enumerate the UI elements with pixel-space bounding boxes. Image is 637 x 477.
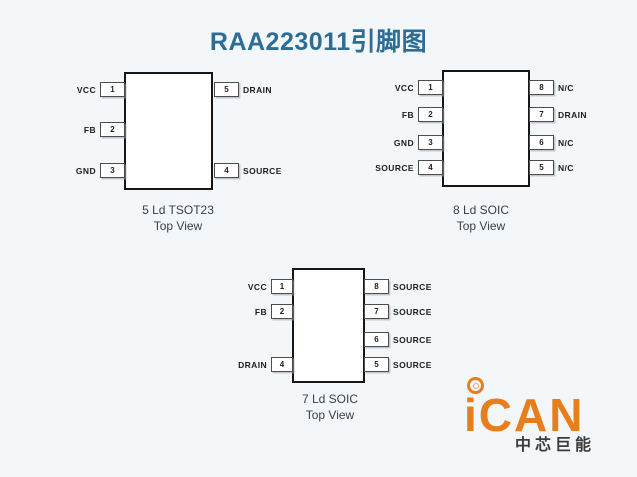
pin-number-box: 1 — [100, 82, 125, 97]
pin-number-box: 8 — [364, 279, 389, 294]
package-name: 7 Ld SOIC — [301, 392, 359, 406]
package-name: 8 Ld SOIC — [452, 203, 510, 217]
pin-label: SOURCE — [393, 359, 432, 370]
pin-number-box: 7 — [364, 304, 389, 319]
pin-row: FB 2 — [255, 304, 293, 319]
package-caption: 8 Ld SOIC Top View — [381, 202, 581, 234]
package-view: Top View — [305, 408, 355, 422]
pin-row: 6 SOURCE — [364, 332, 432, 347]
chip-body — [442, 70, 530, 187]
pin-row: 7 SOURCE — [364, 304, 432, 319]
pin-row: 8 SOURCE — [364, 279, 432, 294]
package-caption: 7 Ld SOIC Top View — [230, 391, 430, 423]
pin-label: DRAIN — [558, 109, 587, 120]
pin-label: GND — [75, 165, 96, 176]
pin-number-box: 3 — [418, 135, 443, 150]
logo-ring-icon — [467, 377, 484, 394]
pin-number-box: 4 — [418, 160, 443, 175]
pin-label: N/C — [558, 162, 574, 173]
pin-number-box: 7 — [529, 107, 554, 122]
pin-label: GND — [393, 137, 414, 148]
chip-body — [292, 268, 365, 383]
pin-label: N/C — [558, 137, 574, 148]
pin-label: DRAIN — [243, 84, 272, 95]
pin-number-box: 4 — [271, 357, 293, 372]
pin-label: VCC — [247, 281, 267, 292]
pin-label: SOURCE — [393, 281, 432, 292]
pin-row: 4 SOURCE — [214, 163, 282, 178]
pin-label: VCC — [76, 84, 96, 95]
pin-label: VCC — [394, 82, 414, 93]
pin-row: GND 3 — [394, 135, 443, 150]
pin-row: FB 2 — [402, 107, 443, 122]
pin-label: FB — [83, 124, 96, 135]
pin-row: VCC 1 — [248, 279, 293, 294]
pin-label: N/C — [558, 82, 574, 93]
pin-row: GND 3 — [76, 163, 125, 178]
pin-number-box: 6 — [529, 135, 554, 150]
pin-number-box: 1 — [271, 279, 293, 294]
package-name: 5 Ld TSOT23 — [142, 203, 214, 217]
pin-label: SOURCE — [243, 165, 282, 176]
pin-row: 5 SOURCE — [364, 357, 432, 372]
package-caption: 5 Ld TSOT23 Top View — [78, 202, 278, 234]
pin-number-box: 4 — [214, 163, 239, 178]
pin-number-box: 2 — [100, 122, 125, 137]
pin-row: 8 N/C — [529, 80, 574, 95]
pin-row: SOURCE 4 — [375, 160, 443, 175]
pin-number-box: 2 — [271, 304, 293, 319]
pin-row: VCC 1 — [395, 80, 443, 95]
pin-label: SOURCE — [375, 162, 414, 173]
pin-number-box: 3 — [100, 163, 125, 178]
pin-label: DRAIN — [238, 359, 267, 370]
pin-number-box: 8 — [529, 80, 554, 95]
pin-label: FB — [254, 306, 267, 317]
pin-row: DRAIN 4 — [238, 357, 293, 372]
logo-company: 中芯巨能 — [515, 437, 596, 454]
pin-number-box: 2 — [418, 107, 443, 122]
pin-row: 6 N/C — [529, 135, 574, 150]
package-view: Top View — [153, 219, 203, 233]
pin-label: SOURCE — [393, 334, 432, 345]
pin-row: 7 DRAIN — [529, 107, 587, 122]
pin-row: FB 2 — [84, 122, 125, 137]
page-title: RAA223011引脚图 — [209, 28, 428, 56]
pin-row: VCC 1 — [77, 82, 125, 97]
pin-row: 5 N/C — [529, 160, 574, 175]
pin-number-box: 5 — [364, 357, 389, 372]
pin-row: 5 DRAIN — [214, 82, 272, 97]
pin-label: SOURCE — [393, 306, 432, 317]
pin-number-box: 6 — [364, 332, 389, 347]
logo-brand: iCAN — [464, 389, 585, 441]
pin-number-box: 5 — [529, 160, 554, 175]
pin-number-box: 5 — [214, 82, 239, 97]
pin-label: FB — [401, 109, 414, 120]
logo-ring-inner-icon — [472, 382, 479, 389]
package-view: Top View — [456, 219, 506, 233]
chip-body — [124, 72, 213, 190]
pin-number-box: 1 — [418, 80, 443, 95]
